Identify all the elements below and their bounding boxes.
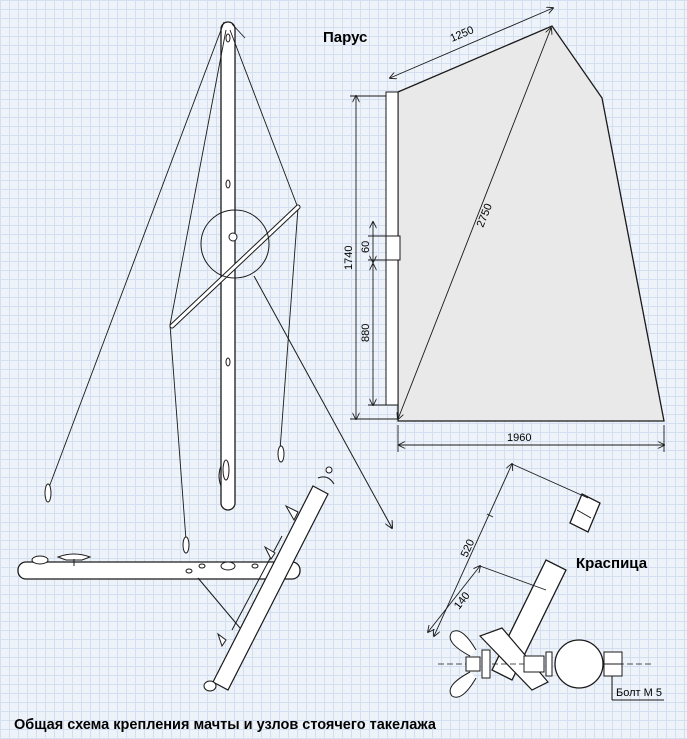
mast-icon xyxy=(218,21,236,511)
bolt-label: Болт М 5 xyxy=(616,687,662,699)
detail-circle xyxy=(200,209,270,279)
mast-stub-icon xyxy=(197,466,335,692)
sail-title: Парус xyxy=(323,29,367,46)
dim-sail-lower-luff: 880 xyxy=(360,324,372,342)
sail-icon xyxy=(385,25,665,422)
detail-pointer xyxy=(253,275,392,528)
dim-sail-foot: 1960 xyxy=(507,432,531,444)
dim-sail-luff: 1740 xyxy=(343,246,355,270)
sail-dimension-lines xyxy=(350,8,664,452)
boom-icon xyxy=(17,553,301,580)
stay-lines xyxy=(47,21,299,541)
dim-sail-top: 1250 xyxy=(448,24,475,45)
dim-sail-gap: 60 xyxy=(360,241,372,253)
dim-spreader-lower: 140 xyxy=(452,590,473,612)
turnbuckle-icon xyxy=(44,445,285,554)
diagram-caption: Общая схема крепления мачты и узлов стоя… xyxy=(14,717,437,733)
spreader-icon xyxy=(169,204,301,329)
bolt-icon xyxy=(523,639,664,701)
spreader-title: Краспица xyxy=(576,555,648,572)
dim-spreader-length: 520 xyxy=(459,538,477,560)
spreader-dimension-lines xyxy=(428,464,589,636)
